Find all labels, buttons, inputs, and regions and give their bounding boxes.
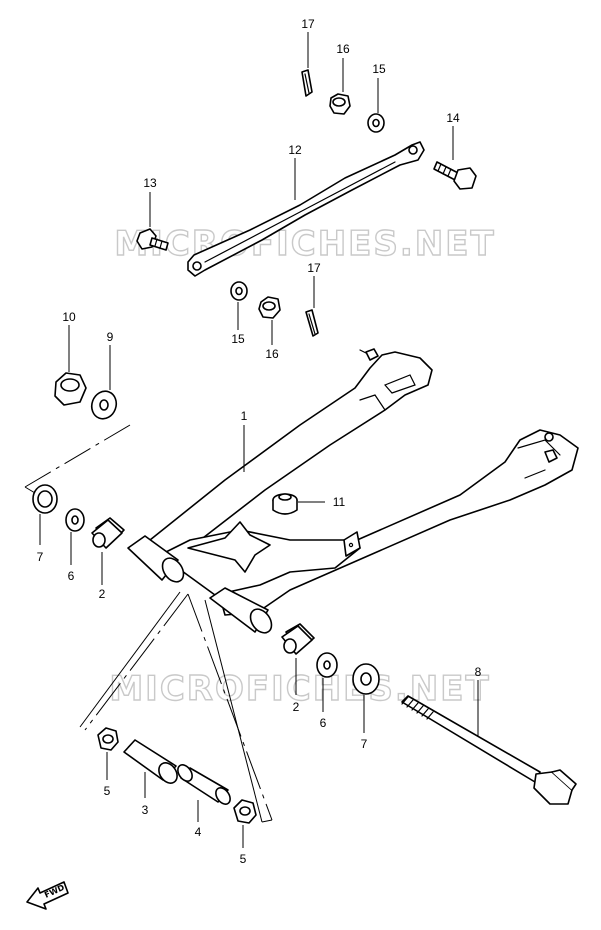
callout-5-left: 5 xyxy=(104,784,111,798)
washer-6-right[interactable] xyxy=(316,652,338,678)
watermark-bottom: MICROFICHES.NET xyxy=(109,669,490,709)
callout-15-mid: 15 xyxy=(231,332,245,346)
callout-10: 10 xyxy=(62,310,76,324)
washer-15-mid[interactable] xyxy=(230,281,248,301)
callout-6-right: 6 xyxy=(320,716,327,730)
callout-2-right: 2 xyxy=(293,700,300,714)
cotter-pin-17-mid[interactable] xyxy=(305,309,319,337)
callout-7-right: 7 xyxy=(361,737,368,751)
callout-12: 12 xyxy=(288,143,302,157)
washer-15-top[interactable] xyxy=(367,113,385,133)
callout-14: 14 xyxy=(446,111,460,125)
bumper-11[interactable] xyxy=(272,493,298,515)
pivot-shaft-8[interactable] xyxy=(401,695,577,805)
nut-16-mid[interactable] xyxy=(258,296,281,319)
callout-9: 9 xyxy=(107,330,114,344)
washer-9[interactable] xyxy=(88,388,120,423)
bearing-4[interactable] xyxy=(175,762,233,807)
bushing-2-left[interactable] xyxy=(91,517,125,549)
fwd-arrow-icon: FWD xyxy=(26,881,69,910)
callout-1: 1 xyxy=(241,409,248,423)
torque-link-12[interactable] xyxy=(187,141,425,277)
washer-6-left[interactable] xyxy=(65,508,85,532)
dust-seal-7-left[interactable] xyxy=(32,484,58,514)
callout-7-left: 7 xyxy=(37,550,44,564)
bushing-2-right[interactable] xyxy=(281,623,315,655)
sleeve-3[interactable] xyxy=(123,739,181,787)
callout-4: 4 xyxy=(195,825,202,839)
callout-13: 13 xyxy=(143,176,157,190)
callout-2-left: 2 xyxy=(99,587,106,601)
nut-16-top[interactable] xyxy=(329,93,351,115)
callout-11: 11 xyxy=(333,495,346,509)
callout-8: 8 xyxy=(475,665,482,679)
callout-16-mid: 16 xyxy=(265,347,279,361)
nut-5-left[interactable] xyxy=(97,727,119,751)
cotter-pin-17-top[interactable] xyxy=(301,69,313,97)
callout-17-top: 17 xyxy=(301,17,315,31)
swingarm-1[interactable] xyxy=(127,348,579,637)
dust-seal-7-right[interactable] xyxy=(352,663,380,695)
callout-16-top: 16 xyxy=(336,42,350,56)
watermark-top: MICROFICHES.NET xyxy=(114,224,495,264)
callout-3: 3 xyxy=(142,803,149,817)
callout-17-mid: 17 xyxy=(307,261,321,275)
callout-15-top: 15 xyxy=(372,62,386,76)
callout-6-left: 6 xyxy=(68,569,75,583)
nut-10[interactable] xyxy=(54,372,87,406)
bolt-14[interactable] xyxy=(433,161,477,190)
callout-5-right: 5 xyxy=(240,852,247,866)
nut-5-right[interactable] xyxy=(233,799,257,824)
bolt-13[interactable] xyxy=(136,228,169,251)
